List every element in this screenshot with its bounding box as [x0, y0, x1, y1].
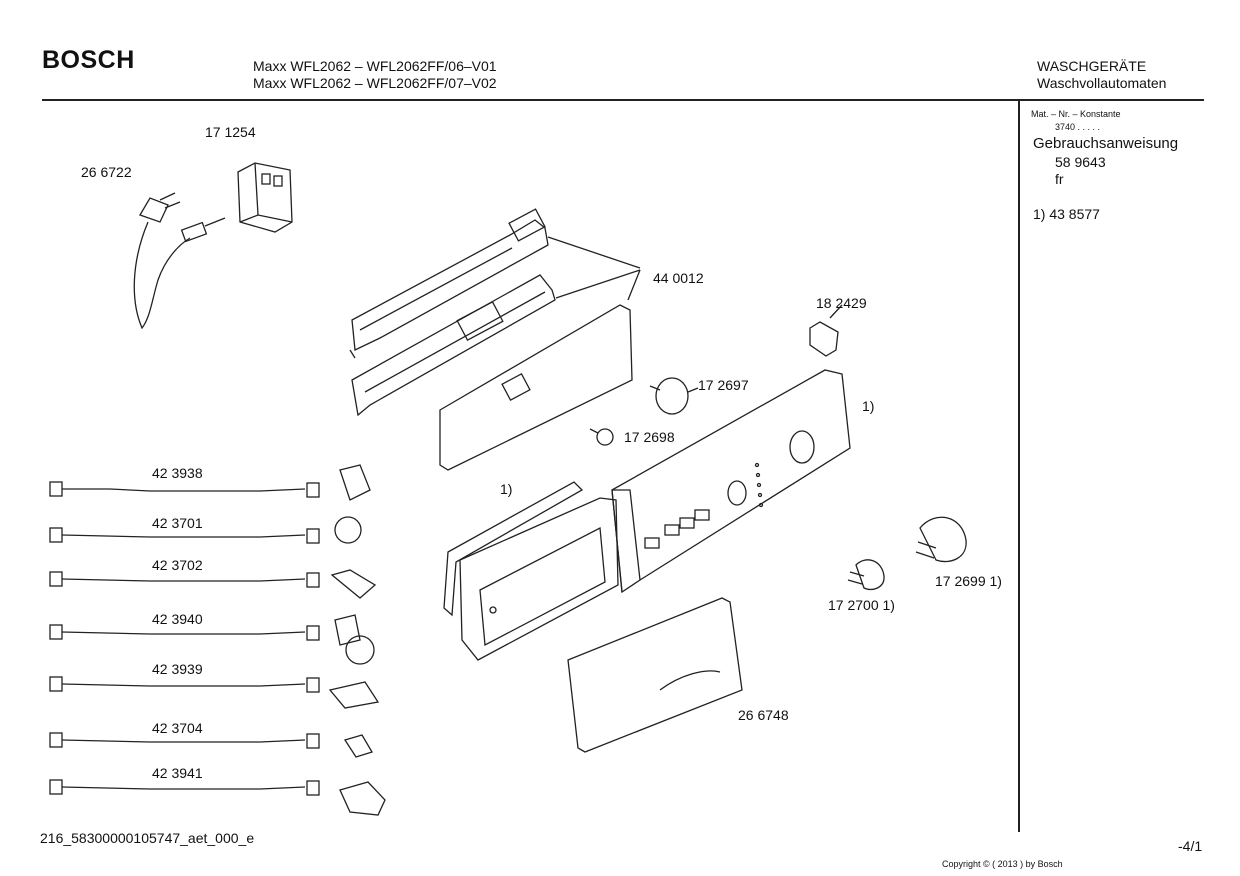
document-id: 216_58300000105747_aet_000_e	[40, 830, 255, 846]
footnote-marker-panel: 1)	[862, 398, 875, 414]
power-cord-drawing	[133, 192, 226, 330]
header-rule	[42, 99, 1204, 101]
page-number: -4/1	[1178, 838, 1203, 854]
harness-label: 42 3940	[152, 611, 203, 627]
part-label-266748: 26 6748	[738, 707, 789, 723]
rotary-knob-small-drawing	[847, 559, 885, 591]
category-subtitle: Waschvollautomaten	[1037, 75, 1167, 91]
part-label-172697: 17 2697	[698, 377, 749, 393]
harness-423702	[49, 571, 320, 588]
manual-number: 58 9643	[1055, 154, 1106, 170]
category-title: WASCHGERÄTE	[1037, 58, 1147, 74]
knob-cap-drawing	[649, 377, 699, 415]
harness-423938	[49, 481, 320, 498]
sidebar-rule	[1018, 101, 1020, 832]
control-module-frame-drawing	[351, 274, 556, 417]
drawer-front-drawing	[567, 597, 743, 753]
harness-label: 42 3941	[152, 765, 203, 781]
mat-value: 3740 . . . . .	[1055, 122, 1101, 132]
harness-label: 42 3938	[152, 465, 203, 481]
part-label-172699: 17 2699 1)	[935, 573, 1002, 589]
footnote-marker-seal: 1)	[500, 481, 513, 497]
harness-label: 42 3701	[152, 515, 203, 531]
harness-components	[328, 464, 386, 816]
part-label-172698: 17 2698	[624, 429, 675, 445]
harness-423939	[49, 676, 320, 693]
wire-harnesses	[49, 481, 320, 796]
part-label-440012: 44 0012	[653, 270, 704, 286]
part-label-171254: 17 1254	[205, 124, 256, 140]
model-line-2: Maxx WFL2062 – WFL2062FF/07–V02	[253, 75, 497, 91]
footnote: 1) 43 8577	[1033, 206, 1100, 222]
part-label-172700: 17 2700 1)	[828, 597, 895, 613]
pcb-board-drawing	[439, 304, 633, 471]
control-panel-drawing	[611, 369, 851, 594]
harness-label: 42 3704	[152, 720, 203, 736]
copyright: Copyright © ( 2013 ) by Bosch	[942, 859, 1063, 869]
model-line-1: Maxx WFL2062 – WFL2062FF/06–V01	[253, 58, 497, 74]
harness-label: 42 3939	[152, 661, 203, 677]
harness-423941	[49, 779, 320, 796]
small-bracket-drawing	[809, 304, 843, 357]
control-module-top-drawing	[349, 208, 549, 359]
harness-423701	[49, 527, 320, 544]
manual-language: fr	[1055, 171, 1064, 187]
harness-423940	[49, 624, 320, 641]
mat-label: Mat. – Nr. – Konstante	[1031, 109, 1121, 119]
manual-label: Gebrauchsanweisung	[1033, 135, 1179, 152]
knob-shaft-drawing	[589, 428, 614, 446]
drawer-frame-drawing	[443, 481, 619, 661]
brand-logo: BOSCH	[42, 46, 135, 74]
filter-drawing	[237, 162, 293, 233]
rotary-knob-large-drawing	[915, 516, 967, 563]
part-label-266722: 26 6722	[81, 164, 132, 180]
harness-423704	[49, 732, 320, 749]
part-label-182429: 18 2429	[816, 295, 867, 311]
harness-label: 42 3702	[152, 557, 203, 573]
